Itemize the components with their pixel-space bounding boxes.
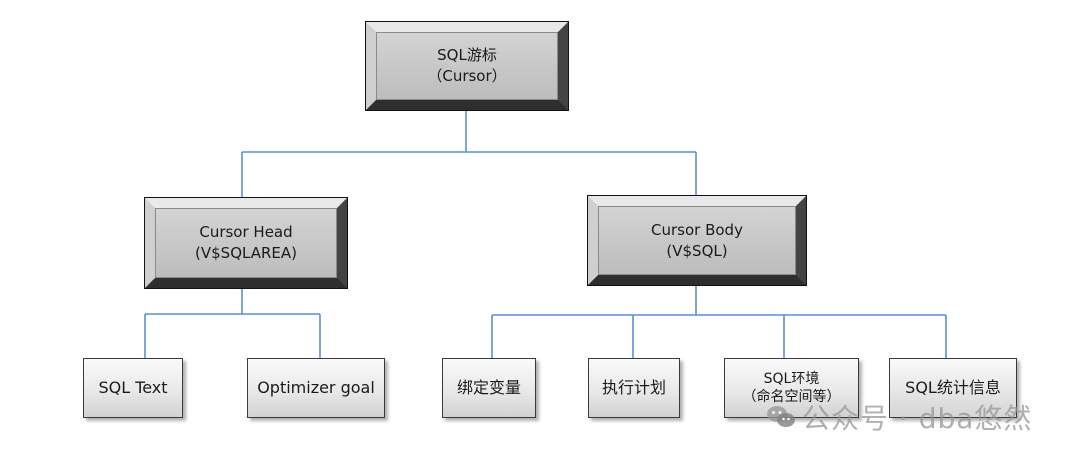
leaf-sql-statistics: SQL统计信息 — [889, 358, 1017, 418]
leaf-sql-environment-subtitle: （命名空间等） — [742, 389, 841, 405]
leaf-sql-statistics-label: SQL统计信息 — [905, 378, 1001, 397]
wechat-icon — [767, 406, 795, 427]
leaf-optimizer-goal-label: Optimizer goal — [257, 378, 375, 397]
node-cursor-body-title: Cursor Body — [651, 220, 743, 239]
leaf-optimizer-goal: Optimizer goal — [247, 358, 385, 418]
leaf-sql-text: SQL Text — [83, 358, 183, 418]
node-cursor-head-title: Cursor Head — [199, 223, 293, 241]
watermark: 公众号 · dba悠然 — [766, 397, 1032, 437]
node-sql-cursor-title: SQL游标 — [437, 46, 497, 64]
node-sql-cursor-subtitle: （Cursor） — [427, 67, 507, 85]
leaf-execution-plan: 执行计划 — [588, 358, 680, 418]
leaf-sql-environment: SQL环境 （命名空间等） — [724, 358, 859, 418]
node-cursor-head: Cursor Head (V$SQLAREA) — [145, 198, 347, 288]
node-face — [155, 208, 337, 278]
watermark-text: 公众号 · dba悠然 — [802, 402, 1033, 435]
node-sql-cursor: SQL游标 （Cursor） — [366, 22, 568, 110]
node-face — [376, 32, 558, 100]
leaf-sql-environment-title: SQL环境 — [763, 371, 820, 387]
node-cursor-body-subtitle: (V$SQL) — [666, 241, 728, 260]
node-face — [598, 206, 796, 275]
node-cursor-body: Cursor Body (V$SQL) — [588, 196, 806, 285]
leaf-execution-plan-label: 执行计划 — [601, 378, 666, 397]
leaf-sql-text-label: SQL Text — [98, 378, 168, 397]
leaf-bind-variables-label: 绑定变量 — [456, 378, 521, 397]
node-cursor-head-subtitle: (V$SQLAREA) — [195, 244, 297, 262]
leaf-bind-variables: 绑定变量 — [442, 358, 536, 418]
